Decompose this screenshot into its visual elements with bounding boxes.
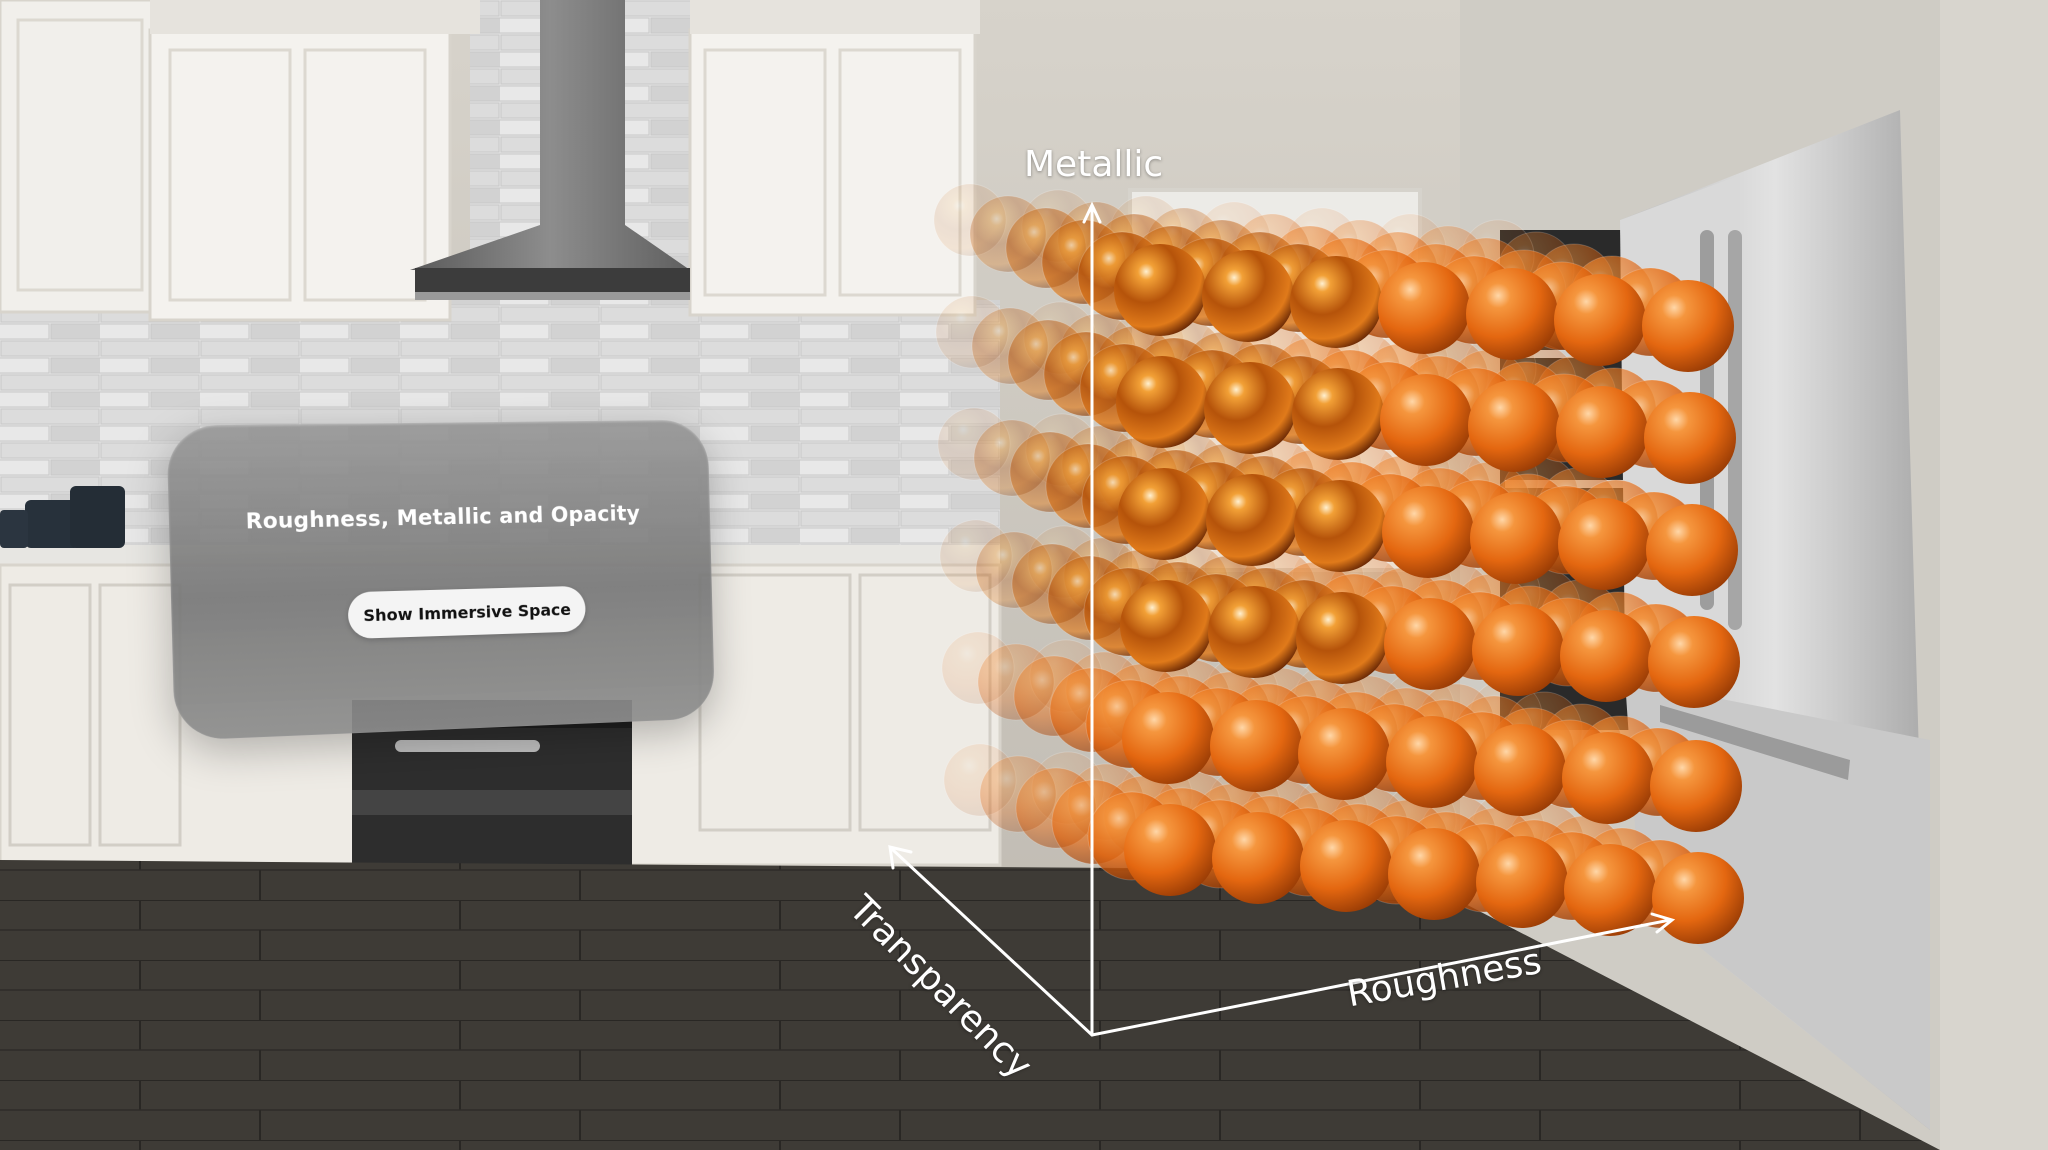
material-sphere <box>1206 474 1298 566</box>
material-sphere <box>1204 362 1296 454</box>
material-sphere <box>1562 732 1654 824</box>
material-sphere <box>1210 700 1302 792</box>
material-sphere <box>1378 262 1470 354</box>
material-sphere <box>1300 820 1392 912</box>
metallic-axis-arrow <box>1082 201 1102 224</box>
material-sphere <box>1120 580 1212 672</box>
material-sphere <box>1558 498 1650 590</box>
show-immersive-space-button[interactable]: Show Immersive Space <box>347 585 586 639</box>
metallic-axis-label: Metallic <box>1024 144 1164 185</box>
material-sphere <box>1296 592 1388 684</box>
material-sphere <box>1652 852 1744 944</box>
material-sphere <box>1212 812 1304 904</box>
material-sphere <box>1116 356 1208 448</box>
material-sphere <box>1472 604 1564 696</box>
material-sphere <box>1118 468 1210 560</box>
material-sphere <box>1644 392 1736 484</box>
material-sphere <box>1474 724 1566 816</box>
material-sphere <box>1208 586 1300 678</box>
window-panel: Roughness, Metallic and Opacity Show Imm… <box>166 419 716 741</box>
material-sphere <box>1122 692 1214 784</box>
transparency-axis-line <box>891 848 1094 1037</box>
material-sphere <box>1114 244 1206 336</box>
material-sphere <box>1124 804 1216 896</box>
material-sphere <box>1468 380 1560 472</box>
window-title: Roughness, Metallic and Opacity <box>245 501 641 534</box>
material-sphere <box>1386 716 1478 808</box>
material-sphere <box>1382 486 1474 578</box>
material-sphere <box>1466 268 1558 360</box>
material-sphere <box>1564 844 1656 936</box>
material-sphere <box>1292 368 1384 460</box>
material-sphere <box>1298 708 1390 800</box>
material-sphere <box>1650 740 1742 832</box>
material-sphere <box>1554 274 1646 366</box>
axes <box>888 201 1676 1037</box>
material-sphere <box>1470 492 1562 584</box>
material-sphere <box>1648 616 1740 708</box>
material-sphere <box>1294 480 1386 572</box>
material-sphere <box>1556 386 1648 478</box>
material-sphere <box>1642 280 1734 372</box>
sphere-grid <box>933 183 1744 944</box>
roughness-axis-line <box>1090 918 1672 1037</box>
material-sphere <box>1380 374 1472 466</box>
material-sphere <box>1202 250 1294 342</box>
material-sphere <box>1384 598 1476 690</box>
roughness-axis-arrow <box>1650 912 1676 934</box>
material-sphere <box>1560 610 1652 702</box>
material-sphere <box>1290 256 1382 348</box>
transparency-axis-arrow <box>888 845 913 870</box>
material-sphere <box>1476 836 1568 928</box>
material-sphere <box>1388 828 1480 920</box>
material-sphere <box>1646 504 1738 596</box>
